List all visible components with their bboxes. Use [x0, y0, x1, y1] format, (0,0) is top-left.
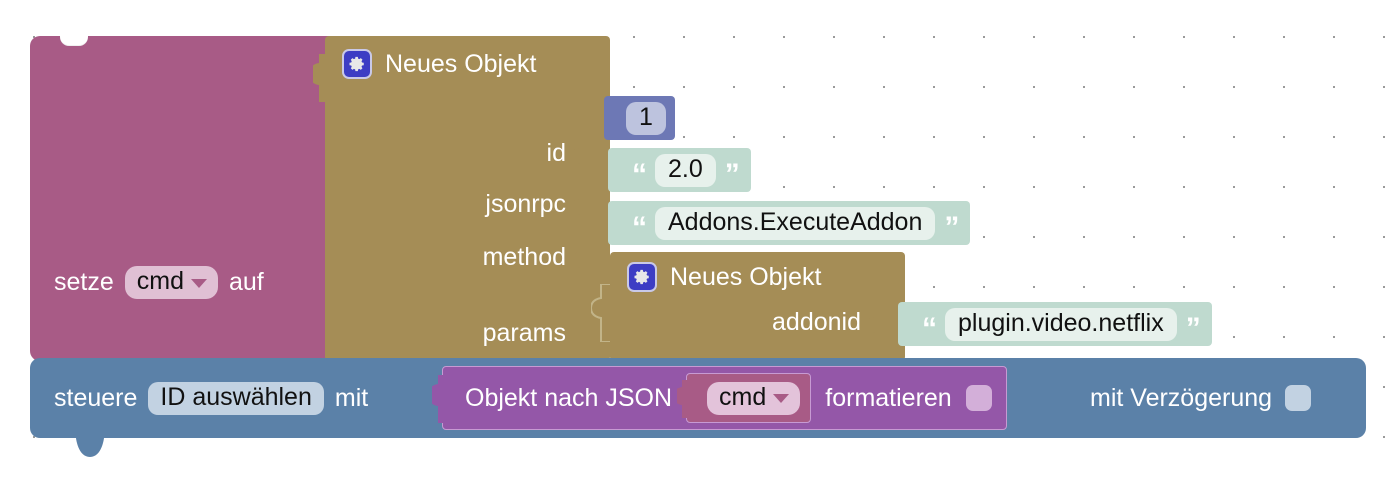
field-label-method: method: [482, 243, 566, 271]
variable-name: cmd: [136, 267, 184, 295]
number-value-block-id[interactable]: 1: [604, 96, 675, 140]
field-label-addonid: addonid: [772, 308, 861, 336]
chevron-down-icon: [773, 394, 790, 403]
text-field[interactable]: 2.0: [655, 153, 716, 187]
value-socket-method: [572, 238, 592, 282]
field-label-id: id: [546, 139, 566, 167]
output-plug-variable: [677, 380, 690, 418]
output-plug-outer-object: [313, 54, 327, 102]
create-object-block-nested[interactable]: Neues Objekt addonid: [610, 252, 905, 361]
variable-name: cmd: [719, 382, 767, 411]
control-block-content: steuere ID auswählen mit: [54, 358, 368, 438]
text-field[interactable]: Addons.ExecuteAddon: [655, 206, 936, 240]
block-bottom-notch: [60, 437, 120, 457]
create-object-block[interactable]: Neues Objekt id jsonrpc method params: [313, 36, 611, 361]
object-to-json-block[interactable]: Objekt nach JSON cmd formatieren: [432, 366, 1007, 430]
set-suffix-label: auf: [229, 268, 264, 296]
object-block-nested-header: Neues Objekt: [627, 262, 821, 292]
value-socket-params: [591, 284, 611, 342]
output-plug-json-block: [432, 375, 446, 423]
set-prefix-label: setze: [54, 268, 114, 296]
control-prefix-label: steuere: [54, 383, 138, 412]
object-block-nested-title: Neues Objekt: [670, 262, 822, 291]
object-block-title: Neues Objekt: [385, 49, 537, 78]
value-socket-jsonrpc: [572, 185, 592, 229]
gear-icon[interactable]: [627, 262, 657, 292]
device-id-field[interactable]: ID auswählen: [148, 381, 324, 415]
variable-block-cmd[interactable]: cmd: [677, 373, 812, 423]
chevron-down-icon: [191, 278, 207, 288]
block-top-notch: [60, 35, 88, 46]
string-value-block-addonid[interactable]: “ plugin.video.netflix ”: [898, 302, 1212, 346]
delay-section: mit Verzögerung: [1090, 358, 1312, 438]
set-variable-block[interactable]: setze cmd auf: [30, 35, 336, 361]
field-label-params: params: [482, 319, 566, 347]
string-value-block-jsonrpc[interactable]: “ 2.0 ”: [608, 148, 751, 192]
delay-label: mit Verzögerung: [1090, 383, 1273, 412]
variable-dropdown-cmd[interactable]: cmd: [124, 266, 218, 299]
json-suffix-label: formatieren: [825, 383, 952, 412]
value-socket-addonid: [867, 303, 887, 347]
set-block-content: setze cmd auf: [54, 266, 264, 299]
string-value-block-method[interactable]: “ Addons.ExecuteAddon ”: [608, 201, 971, 245]
number-field[interactable]: 1: [626, 101, 666, 135]
delay-input-field[interactable]: [1285, 385, 1312, 411]
text-field[interactable]: plugin.video.netflix: [945, 307, 1177, 341]
field-label-jsonrpc: jsonrpc: [485, 190, 566, 218]
control-mit-label: mit: [334, 383, 369, 412]
json-prefix-label: Objekt nach JSON: [465, 383, 673, 412]
json-format-input-field[interactable]: [965, 385, 992, 411]
variable-dropdown-cmd[interactable]: cmd: [707, 381, 801, 415]
object-block-header: Neues Objekt: [342, 49, 536, 79]
value-socket-id: [572, 134, 592, 178]
gear-icon[interactable]: [342, 49, 372, 79]
